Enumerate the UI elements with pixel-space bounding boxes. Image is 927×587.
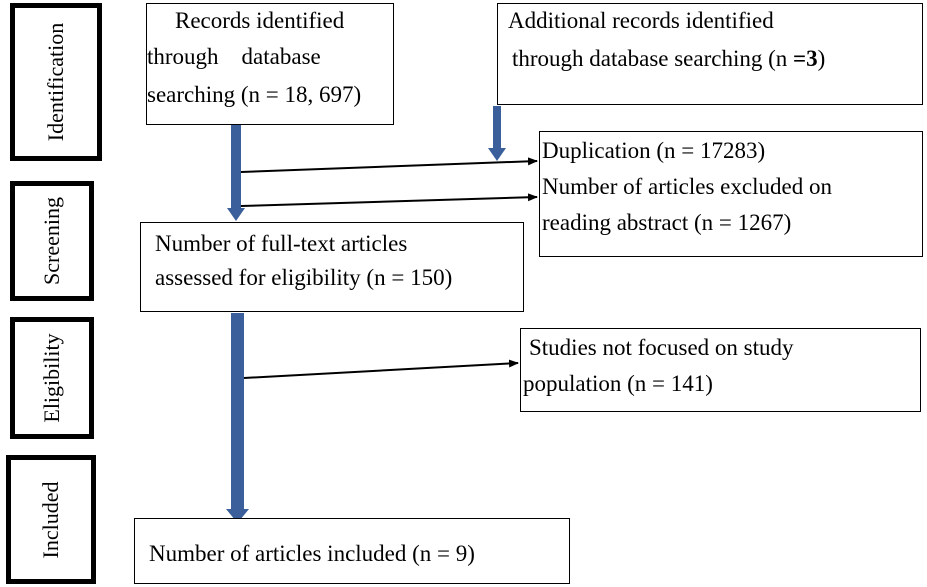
box-not-focused: Studies not focused on study population …	[520, 328, 921, 412]
excluded-line3: reading abstract (n = 1267)	[542, 210, 792, 235]
records-identified-line2: through database	[147, 44, 321, 69]
full-text-line2: assessed for eligibility (n = 150)	[155, 265, 453, 290]
additional-records-line2-suffix: )	[817, 46, 826, 71]
flow-arrow-2-head	[226, 509, 249, 523]
records-identified-line3: searching (n = 18, 697)	[147, 82, 362, 107]
box-full-text: Number of full-text articles assessed fo…	[140, 222, 524, 312]
exclusion-line-duplication	[240, 157, 538, 173]
full-text-line1: Number of full-text articles	[155, 231, 408, 256]
box-additional-records: Additional records identified through da…	[497, 3, 923, 105]
flow-arrow-additional-shaft	[493, 106, 501, 150]
phase-included: Included	[6, 455, 96, 584]
excluded-line1: Duplication (n = 17283)	[542, 138, 766, 163]
phase-identification: Identification	[10, 3, 102, 161]
exclusion-line-not-focused	[243, 359, 519, 379]
flow-arrow-1-shaft	[231, 125, 241, 210]
additional-records-line2: through database searching (n =3)	[512, 44, 825, 74]
records-identified-line1: Records identified	[175, 8, 345, 33]
not-focused-line1: Studies not focused on study	[529, 335, 794, 360]
box-records-identified: Records identified through database sear…	[146, 3, 394, 125]
additional-records-count: =3	[793, 46, 818, 71]
excluded-line2: Number of articles excluded on	[542, 174, 832, 199]
box-included: Number of articles included (n = 9)	[134, 518, 570, 584]
box-excluded: Duplication (n = 17283) Number of articl…	[539, 131, 923, 257]
additional-records-line1: Additional records identified	[508, 8, 774, 33]
additional-records-line2-prefix: through database searching (n	[512, 46, 794, 71]
flow-arrow-1-head	[227, 208, 245, 221]
exclusion-line-abstract	[240, 193, 538, 207]
flow-arrow-additional-head	[488, 148, 506, 161]
flow-arrow-2-shaft	[231, 313, 244, 511]
phase-eligibility: Eligibility	[10, 317, 94, 439]
not-focused-line2: population (n = 141)	[523, 371, 713, 396]
phase-screening: Screening	[10, 181, 94, 301]
included-line1: Number of articles included (n = 9)	[149, 541, 475, 566]
